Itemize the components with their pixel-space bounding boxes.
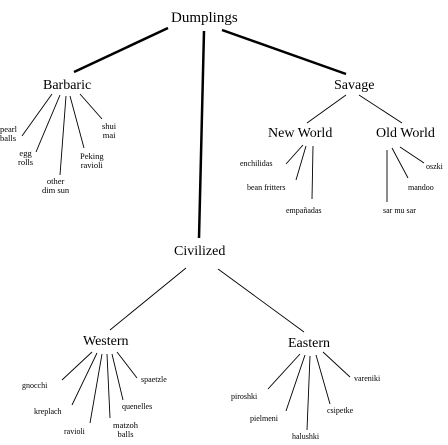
edge-barbaric-shui [79,93,103,120]
edge-eastern-pielmeni [285,354,306,412]
leaf-quenelles: quenelles [122,402,153,411]
edge-newworld-enchilidas [285,144,304,165]
edge-savage-newworld [306,94,347,124]
edge-savage-oldworld [358,94,403,124]
edge-eastern-halushki [306,355,311,431]
edge-oldworld-oszki [399,146,425,164]
leaf-egg-rolls: egg rolls [18,148,34,167]
edge-civilized-eastern [217,268,305,333]
node-new-world: New World [268,126,333,141]
leaf-matzoh-balls: matzoh balls [113,420,139,439]
leaf-gnocchi: gnocchi [22,381,48,390]
leaf-shui-mai: shui mai [102,121,117,140]
edge-western-gnocchi [61,351,93,381]
edge-western-ravioli [89,353,103,424]
leaf-pearl-balls: pearl balls [0,124,17,143]
leaf-mandoo: mandoo [408,183,434,192]
leaf-oszki: oszki [426,162,443,171]
node-civilized: Civilized [174,244,226,259]
leaf-vareniki: vareniki [354,374,381,383]
leaf-peking-ravioli: Peking ravioli [80,151,104,170]
edge-barbaric-pearl [21,93,53,137]
leaf-spaetzle: spaetzle [141,375,167,384]
leaf-halushki: halushki [292,432,320,441]
edge-eastern-csipetke [315,354,331,405]
leaf-enchilidas: enchilidas [240,159,273,168]
leaf-csipetke: csipetke [327,406,354,415]
edge-root-barbaric [73,26,169,74]
edge-eastern-piroshki [267,353,301,390]
edge-western-quenelles [111,353,124,401]
edge-root-civilized [197,30,206,239]
edge-western-matzoh [106,353,111,419]
node-savage: Savage [334,78,375,93]
edge-barbaric-peking [69,95,85,149]
leaf-ravioli: ravioli [64,427,85,436]
leaf-empanadas: empañadas [286,206,322,215]
edge-newworld-bean [295,145,307,181]
leaf-bean-fritters: bean fritters [247,183,286,192]
leaf-piroshki: piroshki [231,392,258,401]
edge-barbaric-egg [35,94,61,153]
edge-newworld-empanadas [311,145,314,200]
leaf-pielmeni: pielmeni [250,414,278,423]
node-western: Western [83,334,129,349]
node-eastern: Eastern [288,336,330,351]
leaf-sar-mu-sar: sar mu sar [383,206,416,215]
edge-oldworld-mandoo [391,147,409,179]
node-dumplings: Dumplings [171,10,238,26]
edge-eastern-vareniki [322,351,351,378]
edge-civilized-western [109,267,187,331]
node-barbaric: Barbaric [43,78,92,93]
edge-barbaric-other [59,95,67,176]
leaf-kreplach: kreplach [34,407,62,416]
edge-western-kreplach [71,352,98,406]
edge-root-savage [221,28,347,76]
leaf-other-dim-sun: other dim sun [42,176,70,195]
edge-western-spaetzle [116,351,138,379]
node-old-world: Old World [376,126,435,141]
